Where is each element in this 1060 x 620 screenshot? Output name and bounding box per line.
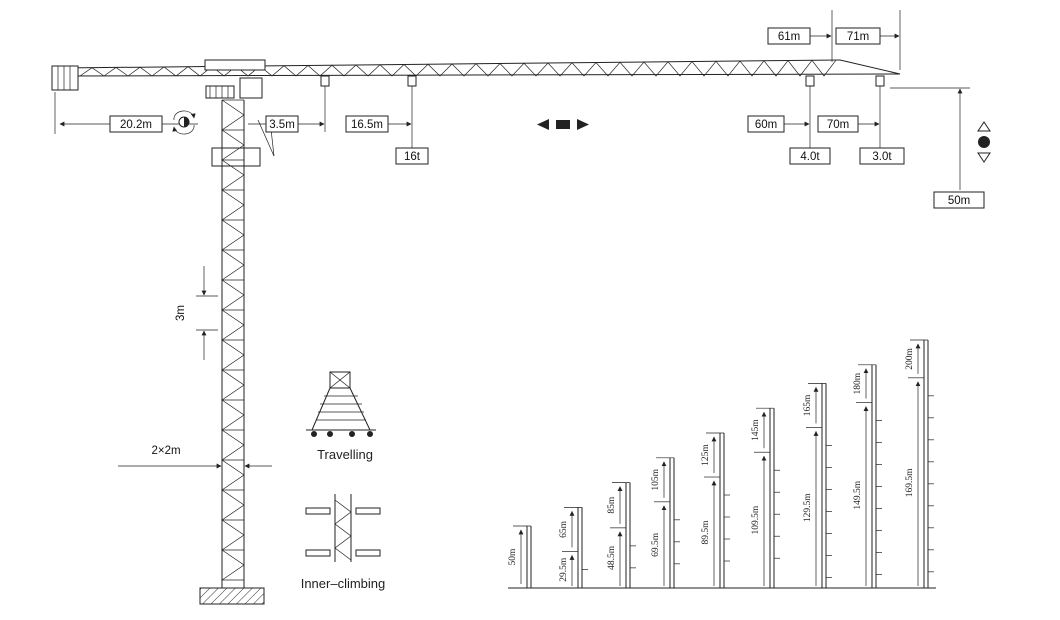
height-base-label: 48.5m [607, 545, 617, 570]
mode-inner-climbing: Inner–climbing [301, 576, 386, 591]
foundation [199, 587, 265, 605]
svg-text:16.5m: 16.5m [351, 119, 383, 131]
hoisting-icon [977, 121, 991, 163]
inner-climbing-icon [305, 494, 381, 562]
height-total-label: 125m [701, 444, 711, 466]
height-base-label: 169.5m [905, 468, 915, 497]
height-base-label: 129.5m [803, 493, 813, 522]
hook-70m [875, 75, 885, 148]
dim-max-load-radius: 16.5m [345, 115, 389, 133]
height-total-label: 50m [508, 548, 518, 566]
dim-radius-71: 71m [835, 27, 881, 45]
height-total-label: 145m [751, 419, 761, 441]
height-total-label: 65m [559, 520, 569, 538]
height-base-label: 89.5m [701, 520, 711, 545]
height-base-label: 109.5m [751, 505, 761, 534]
height-base-label: 69.5m [651, 532, 661, 557]
dim-radius-60: 60m [747, 115, 785, 133]
height-base-label: 149.5m [853, 480, 863, 509]
hook-16-5m [407, 75, 417, 148]
tower-mast [221, 99, 245, 588]
svg-text:61m: 61m [778, 31, 800, 43]
load-max: 16t [395, 147, 429, 165]
dim-radius-70: 70m [817, 115, 859, 133]
load-70: 3.0t [859, 147, 905, 165]
svg-text:3.5m: 3.5m [269, 119, 295, 131]
dim-min-radius: 3.5m [265, 115, 299, 133]
svg-text:71m: 71m [847, 31, 869, 43]
svg-text:20.2m: 20.2m [120, 119, 152, 131]
height-total-label: 85m [607, 496, 617, 513]
height-total-label: 200m [905, 347, 915, 369]
hook-60m [805, 75, 815, 148]
dim-section-height: 3m [175, 305, 187, 321]
dim-section-size: 2×2m [151, 445, 180, 457]
svg-text:60m: 60m [755, 119, 777, 131]
travelling-base-icon [306, 371, 376, 437]
load-60: 4.0t [789, 147, 831, 165]
height-total-label: 105m [651, 468, 661, 490]
height-total-label: 165m [803, 394, 813, 416]
svg-text:70m: 70m [827, 119, 849, 131]
dim-radius-61: 61m [767, 27, 811, 45]
svg-text:3.0t: 3.0t [872, 151, 892, 163]
trolley-travel-icon [537, 119, 589, 130]
hook-min-radius [320, 75, 330, 132]
crane-cab [204, 59, 275, 167]
height-base-label: 29.5m [559, 557, 569, 582]
jib-truss [59, 59, 901, 77]
height-configurations: 50m 65m 29.5m 85m 48.5m 105m 69.5m 125m 89.5m 145… [508, 339, 934, 588]
dim-counter-jib: 20.2m [109, 115, 163, 133]
svg-text:4.0t: 4.0t [800, 151, 820, 163]
counterweight-icon [51, 65, 79, 91]
slewing-icon [172, 110, 196, 135]
mode-travelling: Travelling [317, 447, 373, 462]
svg-text:16t: 16t [404, 151, 421, 163]
svg-text:50m: 50m [948, 195, 970, 207]
height-total-label: 180m [853, 372, 863, 394]
dim-hook-height: 50m [933, 191, 985, 209]
